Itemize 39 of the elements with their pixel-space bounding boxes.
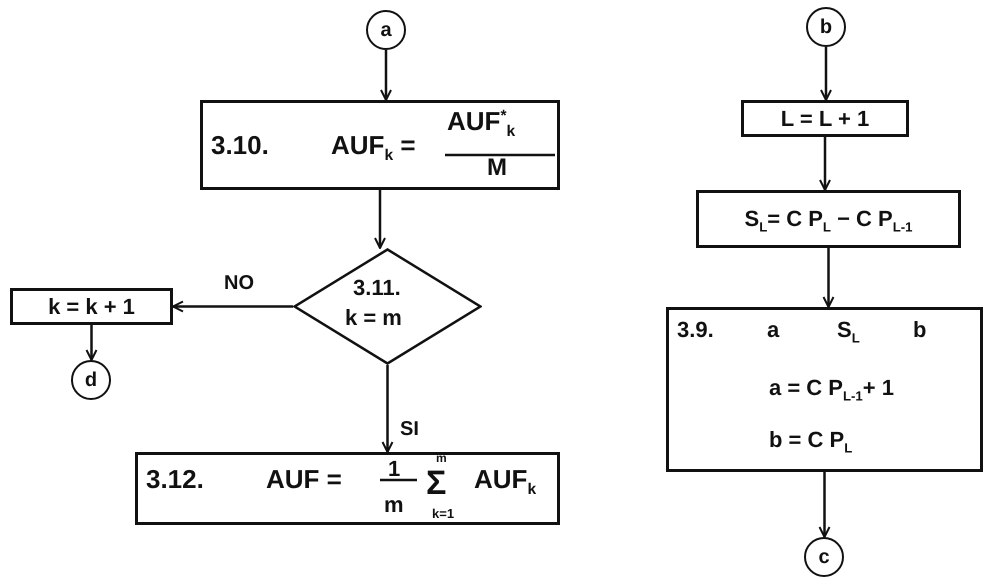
formula-text: 1 bbox=[388, 457, 400, 482]
step-number: 3.9. bbox=[677, 318, 714, 342]
arrow bbox=[382, 365, 394, 453]
arrow bbox=[86, 325, 98, 361]
arrow bbox=[172, 300, 293, 312]
formula-text: b bbox=[913, 318, 926, 342]
arrow bbox=[380, 50, 392, 101]
formula-text: M bbox=[487, 155, 507, 182]
connector-circle: c bbox=[804, 537, 844, 577]
formula-text: AUF$_{k}$ = bbox=[331, 131, 416, 164]
formula-text: S$_{L}$ bbox=[837, 318, 860, 346]
process-box: L = L + 1 bbox=[741, 100, 909, 137]
formula-text: k=1 bbox=[432, 507, 454, 522]
formula-text: k = m bbox=[345, 306, 402, 330]
formula-text: a bbox=[767, 318, 780, 342]
arrow bbox=[374, 190, 386, 249]
process-box: S$_{L}$= C P$_{L}$ − C P$_{L-1}$ bbox=[696, 190, 961, 248]
arrow bbox=[819, 137, 831, 191]
arrow bbox=[820, 47, 832, 101]
process-box bbox=[135, 452, 560, 525]
step-number: 3.11. bbox=[353, 276, 401, 300]
step-number: 3.12. bbox=[146, 465, 204, 494]
process-box bbox=[666, 307, 983, 472]
formula-text: AUF$_{k}$ bbox=[474, 465, 536, 498]
decision-diamond bbox=[293, 248, 482, 365]
connector-circle: a bbox=[366, 10, 406, 50]
formula-text: AUF = bbox=[266, 465, 342, 494]
process-box: k = k + 1 bbox=[10, 288, 173, 325]
process-box bbox=[200, 100, 560, 190]
formula-text: m bbox=[436, 452, 447, 466]
arrow bbox=[822, 248, 834, 308]
formula-text: m bbox=[384, 493, 404, 518]
step-number: 3.10. bbox=[211, 131, 269, 160]
formula-text: Σ bbox=[426, 465, 446, 502]
arrow bbox=[818, 472, 830, 538]
connector-circle: b bbox=[806, 7, 846, 47]
formula-text: b = C P$_{L}$ bbox=[769, 428, 852, 456]
connector-circle: d bbox=[71, 360, 111, 400]
formula-text: a = C P$_{L-1}$+ 1 bbox=[769, 376, 894, 404]
